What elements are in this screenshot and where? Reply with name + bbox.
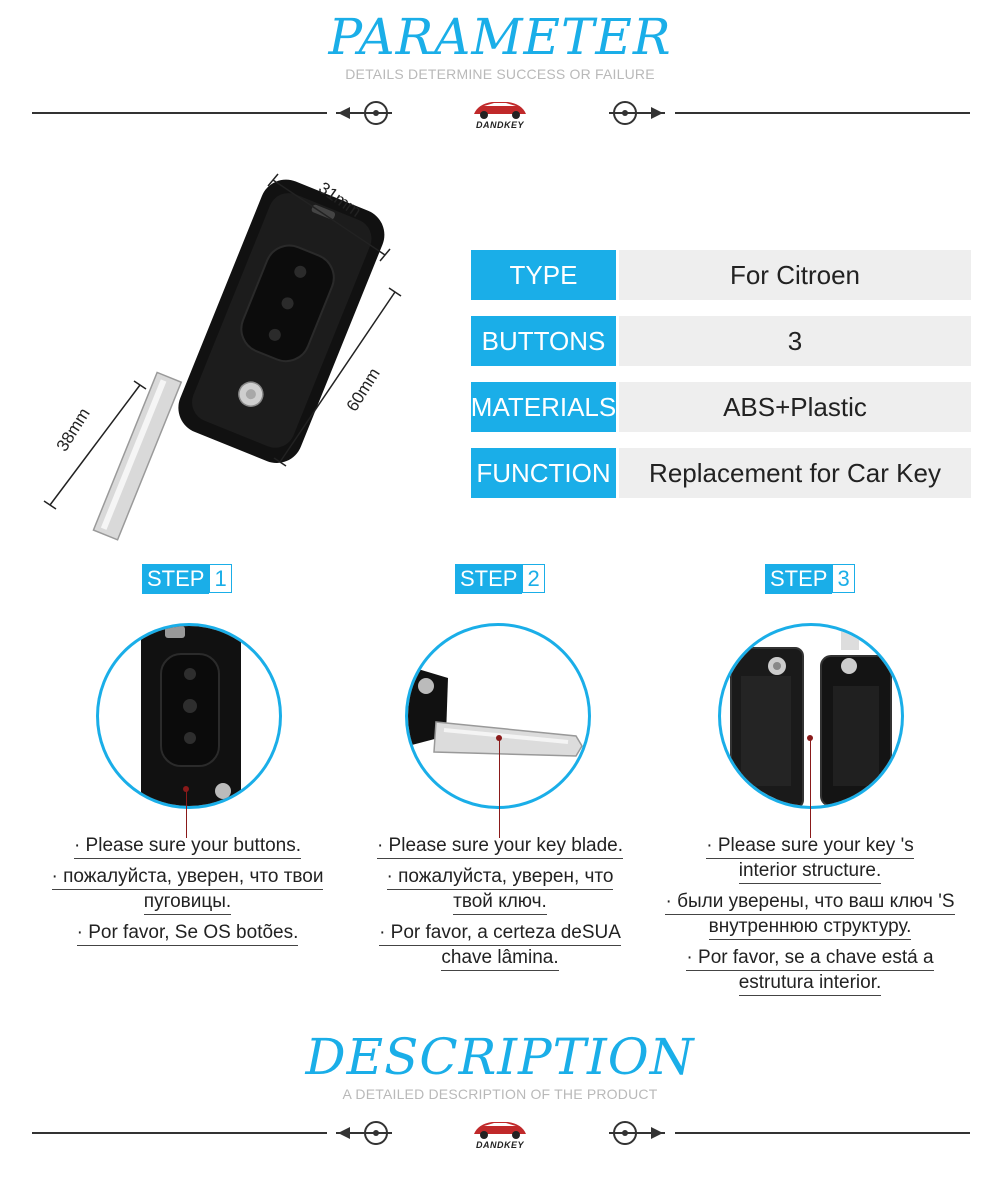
step-3-image-circle	[718, 623, 904, 809]
description-title: DESCRIPTION	[305, 1028, 695, 1086]
instruction-line: · пожалуйста, уверен, что	[386, 865, 614, 890]
ornament-left-icon	[336, 101, 392, 125]
car-logo-icon	[474, 102, 526, 119]
step-2-image-circle	[405, 623, 591, 809]
param-row-buttons: BUTTONS 3	[471, 316, 971, 366]
ornament-right-icon	[609, 1121, 665, 1145]
instruction-line: · Please sure your key blade.	[376, 834, 624, 859]
param-label: BUTTONS	[471, 316, 616, 366]
step-badge-3: STEP 3	[765, 564, 855, 594]
step-badge-2: STEP 2	[455, 564, 545, 594]
instruction-line: · Por favor, a certeza deSUA	[379, 921, 621, 946]
instruction-line: estrutura interior.	[738, 971, 882, 996]
param-label: TYPE	[471, 250, 616, 300]
pointer-dot-1	[183, 786, 189, 792]
pointer-line-3	[810, 740, 811, 838]
param-value: ABS+Plastic	[619, 382, 971, 432]
step-number: 3	[832, 564, 855, 593]
param-label: MATERIALS	[471, 382, 616, 432]
param-row-function: FUNCTION Replacement for Car Key	[471, 448, 971, 498]
ornament-right-icon	[609, 101, 665, 125]
step-word: STEP	[765, 564, 833, 594]
instruction-line: chave lâmina.	[441, 946, 559, 971]
step-word: STEP	[455, 564, 523, 594]
step-number: 2	[522, 564, 545, 593]
step-2-instructions: · Please sure your key blade. · пожалуйс…	[345, 834, 655, 977]
pointer-dot-3	[807, 735, 813, 741]
car-logo-icon	[474, 1122, 526, 1139]
step-1-image-circle	[96, 623, 282, 809]
instruction-line: · Por favor, Se OS botões.	[76, 921, 299, 946]
param-label: FUNCTION	[471, 448, 616, 498]
instruction-line: внутреннюю структуру.	[708, 915, 912, 940]
instruction-line: твой ключ.	[453, 890, 547, 915]
instruction-line: пуговицы.	[143, 890, 232, 915]
instruction-line: · Please sure your buttons.	[73, 834, 302, 859]
param-row-type: TYPE For Citroen	[471, 250, 971, 300]
instruction-line: · Please sure your key 's	[706, 834, 914, 859]
product-key-image	[43, 173, 402, 541]
brand-logo-text: DANDKEY	[475, 120, 524, 130]
instruction-line: · пожалуйста, уверен, что твои	[51, 865, 324, 890]
step-badge-1: STEP 1	[142, 564, 232, 594]
pointer-line-2	[499, 740, 500, 838]
brand-logo: DANDKEY	[460, 94, 540, 134]
key-blade-closeup-image	[408, 666, 583, 757]
instruction-line: · Por favor, se a chave está a	[686, 946, 934, 971]
param-value: Replacement for Car Key	[619, 448, 971, 498]
step-3-instructions: · Please sure your key 's interior struc…	[650, 834, 970, 1002]
step-1-instructions: · Please sure your buttons. · пожалуйста…	[30, 834, 345, 952]
brand-logo-text: DANDKEY	[475, 1140, 524, 1150]
ornament-left-icon	[336, 1121, 392, 1145]
description-subtitle: A DETAILED DESCRIPTION OF THE PRODUCT	[342, 1086, 658, 1102]
key-buttons-closeup-image	[141, 626, 241, 806]
param-value: 3	[619, 316, 971, 366]
pointer-line-1	[186, 790, 187, 838]
step-number: 1	[209, 564, 232, 593]
param-row-materials: MATERIALS ABS+Plastic	[471, 382, 971, 432]
step-word: STEP	[142, 564, 210, 594]
instruction-line: interior structure.	[738, 859, 882, 884]
brand-logo: DANDKEY	[460, 1114, 540, 1154]
parameter-subtitle: DETAILS DETERMINE SUCCESS OR FAILURE	[345, 66, 655, 82]
instruction-line: · были уверены, что ваш ключ 'S	[665, 890, 955, 915]
parameter-title: PARAMETER	[328, 8, 672, 66]
pointer-dot-2	[496, 735, 502, 741]
param-value: For Citroen	[619, 250, 971, 300]
key-interior-closeup-image	[730, 626, 892, 806]
